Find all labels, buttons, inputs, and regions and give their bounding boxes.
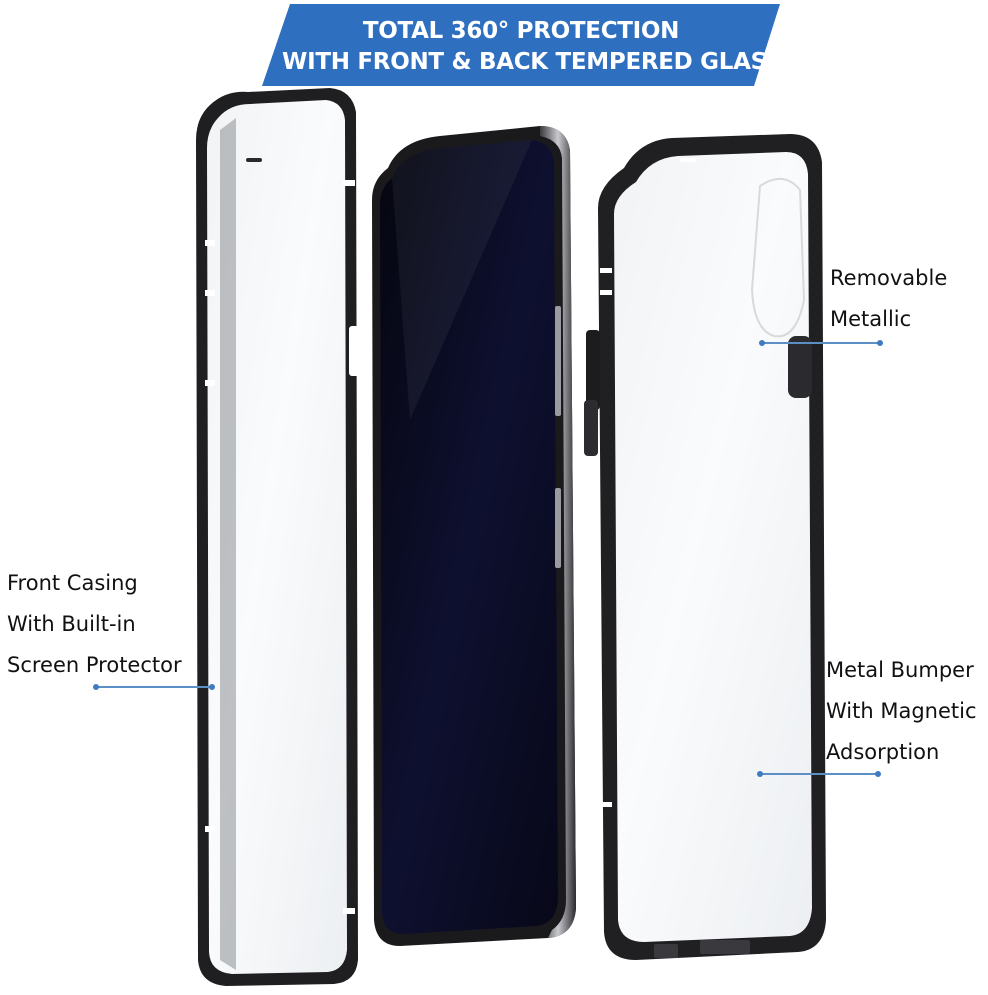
banner-title-line-1: TOTAL 360° PROTECTION bbox=[362, 18, 680, 44]
callout-front-casing-line-2: With Built-in bbox=[7, 612, 136, 636]
callout-front-casing-line-3: Screen Protector bbox=[7, 653, 182, 677]
metal-bumper bbox=[584, 134, 826, 960]
banner-title-line-2: WITH FRONT & BACK TEMPERED GLASS bbox=[282, 49, 783, 75]
leader-line-front-casing bbox=[93, 684, 215, 689]
callout-front-casing: Front Casing With Built-in Screen Protec… bbox=[7, 563, 182, 686]
promo-banner: TOTAL 360° PROTECTION WITH FRONT & BACK … bbox=[262, 4, 783, 86]
callout-metal-bumper-line-3: Adsorption bbox=[826, 740, 940, 764]
banner-shape bbox=[262, 4, 780, 86]
leader-line-metal-bumper bbox=[757, 771, 881, 776]
phone-device bbox=[372, 126, 576, 946]
callout-removable-line-1: Removable bbox=[830, 266, 948, 290]
callout-metal-bumper-line-2: With Magnetic bbox=[826, 699, 977, 723]
callout-metal-bumper-line-1: Metal Bumper bbox=[826, 658, 974, 682]
callout-removable-metallic: Removable Metallic bbox=[830, 258, 947, 340]
callout-front-casing-line-1: Front Casing bbox=[7, 571, 138, 595]
callout-metal-bumper: Metal Bumper With Magnetic Adsorption bbox=[826, 650, 977, 773]
leader-line-removable bbox=[759, 340, 883, 345]
callout-removable-line-2: Metallic bbox=[830, 307, 912, 331]
front-casing bbox=[196, 88, 359, 986]
